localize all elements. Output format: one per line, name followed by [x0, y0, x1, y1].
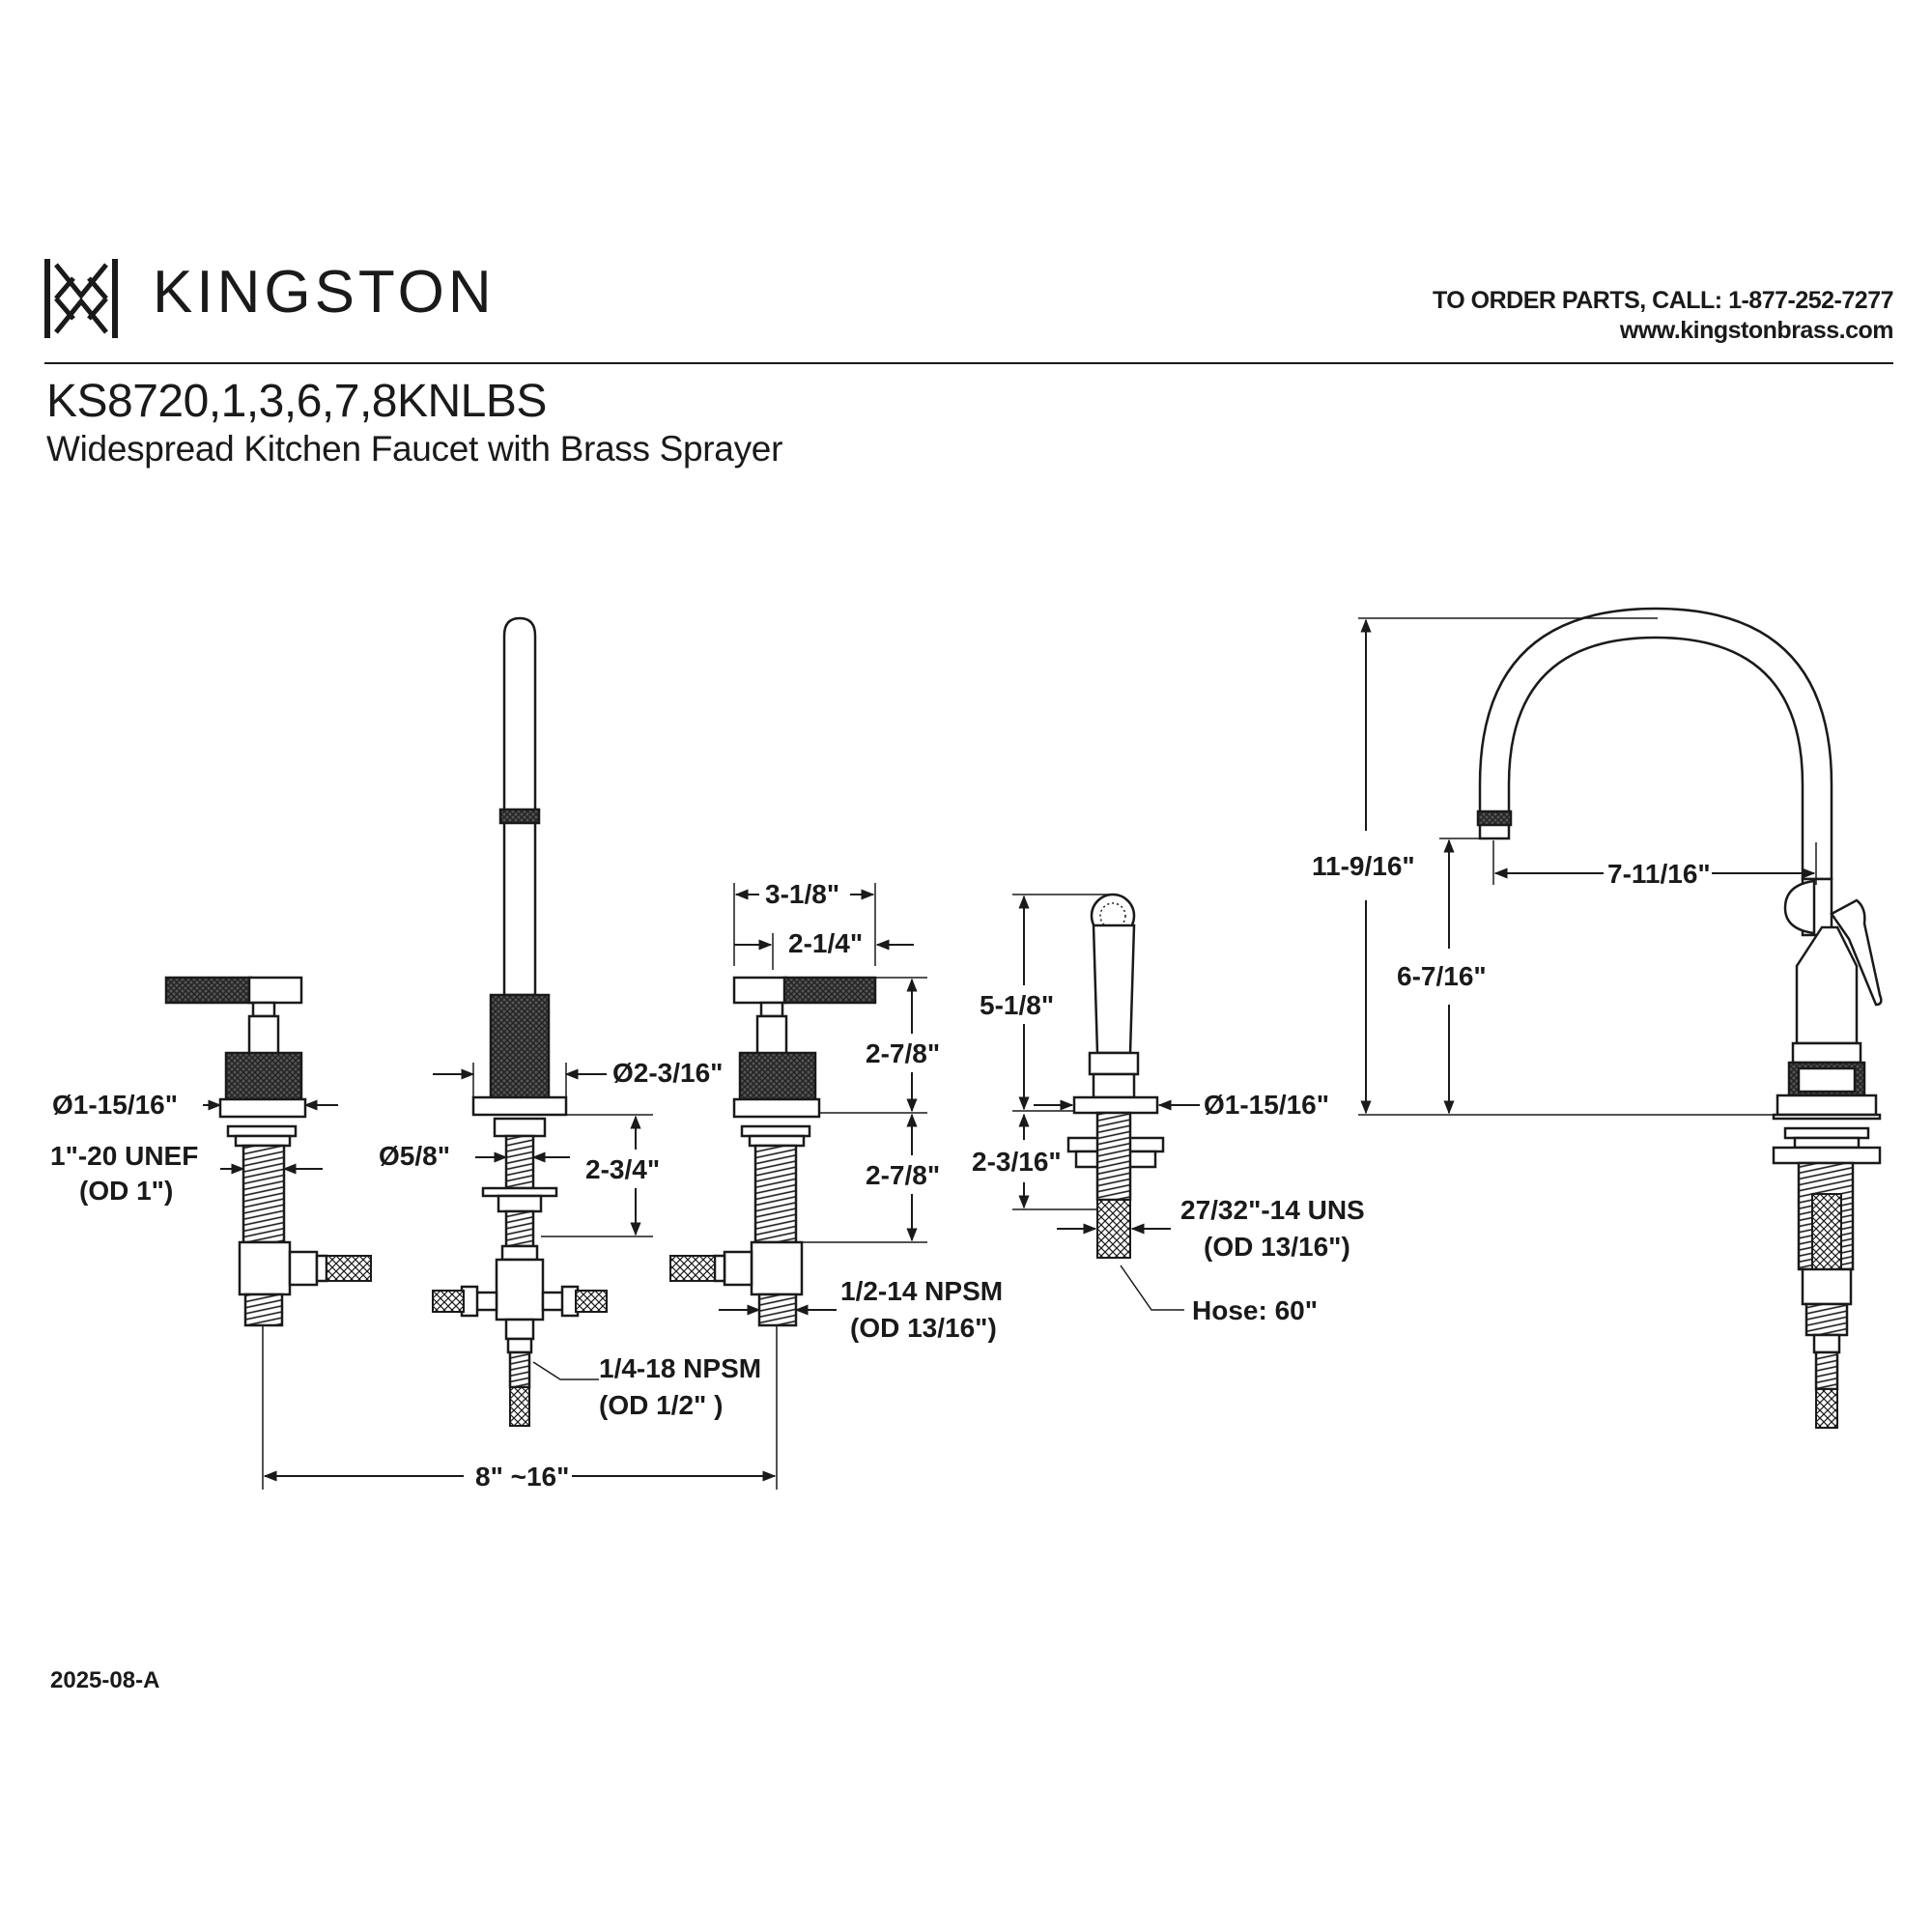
right-handle-valve	[669, 976, 877, 1327]
label-spout-base-diameter: Ø2-3/16"	[612, 1058, 723, 1088]
website-link[interactable]: www.kingstonbrass.com	[1619, 317, 1894, 344]
label-spout-height: 11-9/16"	[1312, 851, 1415, 881]
label-spout-clearance: 6-7/16"	[1397, 961, 1487, 991]
label-sprayer-thread: 27/32"-14 UNS	[1180, 1195, 1365, 1225]
label-spout-shank-diameter: Ø5/8"	[379, 1141, 450, 1171]
label-handle-thread-od: (OD 1")	[79, 1176, 173, 1206]
label-spout-reach: 7-11/16"	[1607, 859, 1711, 889]
label-lever-length: 3-1/8"	[765, 879, 839, 909]
label-tee-thread: 1/4-18 NPSM	[599, 1353, 761, 1383]
revision-code: 2025-08-A	[50, 1667, 160, 1693]
label-sprayer-thread-od: (OD 13/16")	[1204, 1232, 1350, 1262]
label-handle-height: 2-7/8"	[866, 1038, 940, 1068]
side-view-faucet	[1476, 607, 1883, 1429]
label-valve-thread-od: (OD 13/16")	[850, 1313, 997, 1343]
order-info: TO ORDER PARTS, CALL: 1-877-252-7277 www…	[1432, 286, 1894, 346]
label-handle-shank: 2-7/8"	[866, 1160, 940, 1190]
dimension-lines	[203, 617, 1817, 1490]
header-divider	[44, 362, 1893, 364]
left-handle-valve	[164, 976, 372, 1327]
product-name: Widespread Kitchen Faucet with Brass Spr…	[46, 429, 783, 469]
label-spout-shank-length: 2-3/4"	[585, 1154, 660, 1184]
label-sprayer-height: 5-1/8"	[980, 990, 1054, 1020]
label-valve-thread: 1/2-14 NPSM	[840, 1276, 1003, 1306]
label-spread: 8" ~16"	[475, 1462, 569, 1492]
brand-name: KINGSTON	[153, 259, 496, 326]
kingston-logo-icon	[44, 259, 118, 338]
model-number: KS8720,1,3,6,7,8KNLBS	[46, 376, 547, 427]
label-hose-length: Hose: 60"	[1192, 1295, 1318, 1325]
label-handle-thread: 1"-20 UNEF	[50, 1141, 198, 1171]
sprayer	[1066, 893, 1165, 1259]
label-sprayer-shank: 2-3/16"	[972, 1147, 1062, 1177]
center-spout	[432, 616, 608, 1427]
label-lever-offset: 2-1/4"	[788, 928, 863, 958]
order-phone: TO ORDER PARTS, CALL: 1-877-252-7277	[1432, 287, 1894, 314]
label-handle-diameter: Ø1-15/16"	[52, 1090, 178, 1120]
label-sprayer-diameter: Ø1-15/16"	[1204, 1090, 1329, 1120]
label-tee-thread-od: (OD 1/2" )	[599, 1390, 723, 1420]
